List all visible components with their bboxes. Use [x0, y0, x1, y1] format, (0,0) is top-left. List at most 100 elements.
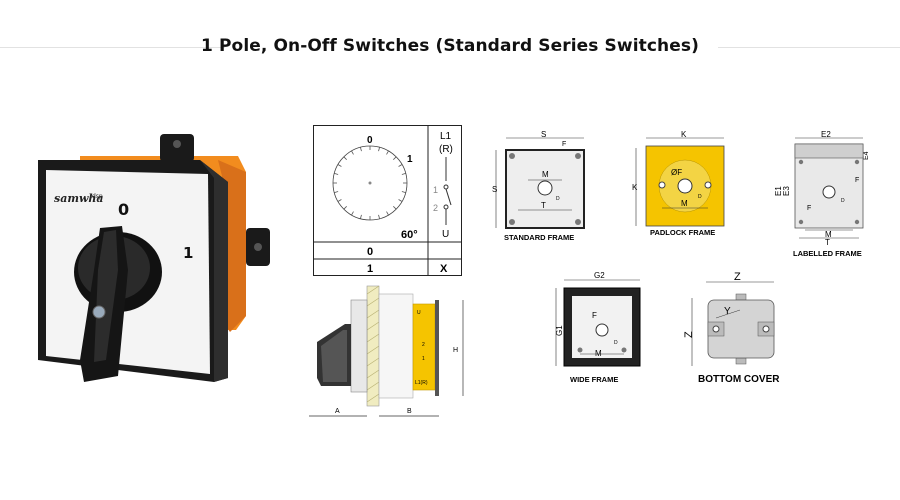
wide-dim-m: M [595, 349, 602, 358]
std-hole-br [575, 219, 581, 225]
padlock-frame-drawing: K K ØF D M PADLOCK FRAME [632, 130, 725, 237]
top-screw [173, 140, 181, 148]
pad-hole-right [704, 181, 712, 189]
wide-frame-drawing: G2 G1 F D M WIDE FRAME [555, 271, 641, 384]
labelled-frame-drawing: E2 E4 E1 E3 F F D M T LABELLED FRAME [774, 130, 870, 258]
bc-dim-y: Y [724, 306, 731, 317]
knob-handle-highlight [94, 230, 118, 362]
dial-tick [398, 199, 403, 202]
side-screw [254, 243, 262, 251]
row-label-1: 1 [367, 263, 373, 275]
pad-dim-k-left: K [632, 183, 638, 192]
knob-side-highlight [321, 330, 347, 382]
position-on-label: 1 [183, 244, 193, 262]
dial-tick [351, 211, 354, 216]
dial-tick [386, 211, 389, 216]
dim-a-label: A [335, 408, 340, 415]
front-plate [350, 299, 368, 393]
dial-tick [378, 147, 380, 152]
dial-tick [334, 191, 339, 193]
dial-tick [393, 156, 397, 160]
product-photo: samwha dsp 0 1 [38, 134, 270, 382]
contact-label-2: 2 [433, 203, 438, 213]
lab-dim-f1: F [855, 177, 859, 184]
black-frame-edge [200, 160, 228, 382]
lab-dim-e4: E4 [863, 151, 870, 160]
std-hole-bl [509, 219, 515, 225]
contact-label-1: 1 [433, 185, 438, 195]
row-mark-x: X [440, 263, 448, 275]
standard-frame-drawing: S F S M D T STANDARD FRAME [492, 130, 585, 242]
dial-tick [401, 191, 406, 193]
lab-hole-bl [798, 219, 804, 225]
std-dim-m: M [542, 170, 549, 179]
terminal-u: U [442, 229, 449, 240]
labelled-frame-caption: LABELLED FRAME [793, 249, 862, 258]
dial-tick [337, 199, 342, 202]
pad-dim-d: D [698, 194, 702, 200]
panel-hatch [366, 285, 380, 407]
dim-h-label: H [453, 347, 458, 354]
dial-ticks [333, 146, 407, 220]
lab-shaft-hole [822, 185, 836, 199]
rear-bracket [435, 300, 439, 396]
lab-dim-f2: F [807, 205, 811, 212]
title-row: 1 Pole, On-Off Switches (Standard Series… [0, 30, 900, 66]
dial-tick [401, 173, 406, 175]
lab-dim-e1: E1 [774, 186, 783, 196]
pad-shaft-hole [677, 178, 693, 194]
dial-tick [360, 147, 362, 152]
row-label-0: 0 [367, 246, 373, 258]
pad-hole-left [658, 181, 666, 189]
dim-b-label: B [407, 408, 412, 415]
bc-dim-z-left: Z [683, 331, 695, 338]
title-divider-left [0, 47, 225, 48]
wide-frame-caption: WIDE FRAME [570, 375, 618, 384]
wide-dim-f: F [592, 311, 597, 320]
std-dim-t: T [541, 201, 546, 210]
bc-dim-z-top: Z [734, 271, 741, 283]
dial-label-1: 1 [407, 154, 413, 165]
switch-housing [378, 293, 414, 399]
bc-screw-left [712, 325, 720, 333]
dial-tick [360, 214, 362, 219]
dial-tick [337, 164, 342, 167]
side-term-1: 1 [422, 356, 425, 362]
wide-dim-g2: G2 [594, 271, 605, 280]
std-shaft-hole [537, 180, 553, 196]
wide-dim-d: D [614, 340, 618, 346]
lab-dim-e3: E3 [782, 186, 791, 196]
dial-tick [351, 150, 354, 155]
panel-hatch-lines [366, 285, 380, 403]
bc-tab-top [735, 293, 747, 301]
side-term-u: U [417, 310, 421, 316]
wide-hole-right [621, 347, 627, 353]
lab-dim-d: D [841, 198, 845, 204]
std-hole-tr [575, 153, 581, 159]
dial-tick [386, 150, 389, 155]
lab-hole-tl [798, 159, 804, 165]
lab-dim-e2: E2 [821, 130, 831, 139]
wide-shaft-hole [595, 323, 609, 337]
dial-tick [393, 206, 397, 210]
dial-label-0: 0 [367, 135, 373, 146]
standard-frame-caption: STANDARD FRAME [504, 233, 574, 242]
bottom-cover-caption: BOTTOM COVER [698, 374, 780, 385]
lab-dim-m: M [825, 230, 832, 239]
bc-y-line [715, 309, 741, 319]
bc-screw-right [762, 325, 770, 333]
pad-dim-k-top: K [681, 130, 687, 139]
bc-tab-bottom [735, 357, 747, 365]
header-r: (R) [439, 144, 453, 155]
lab-dim-t: T [825, 238, 830, 247]
side-term-2: 2 [422, 342, 425, 348]
wide-hole-left [577, 347, 583, 353]
switching-diagram: 0 1 60° L1 (R) 1 2 U 0 1 X [313, 125, 462, 276]
pad-dim-m: M [681, 199, 688, 208]
title-divider-right [718, 47, 900, 48]
brand-suffix: dsp [92, 193, 103, 200]
lab-hole-tr [854, 159, 860, 165]
bottom-cover-drawing: Z Z Y BOTTOM COVER [683, 271, 780, 385]
wide-dim-g1: G1 [555, 325, 564, 336]
header-l1: L1 [440, 131, 452, 142]
